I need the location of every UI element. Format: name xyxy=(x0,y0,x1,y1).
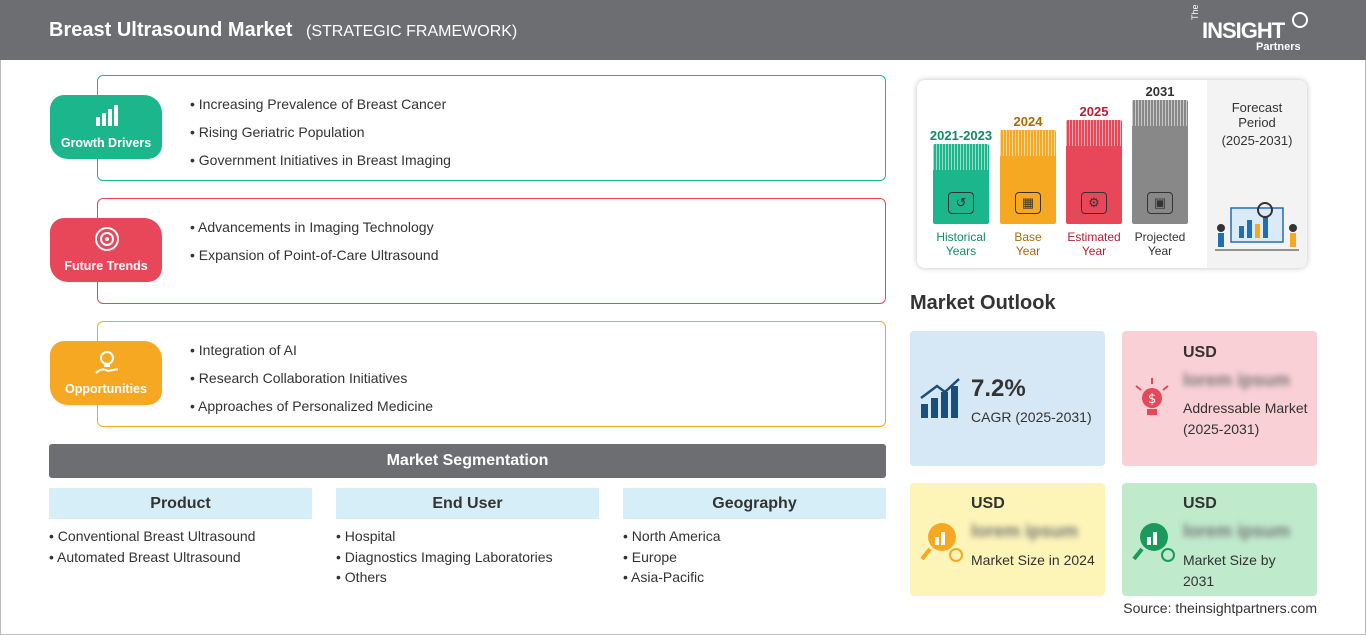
market-segmentation-bar: Market Segmentation xyxy=(49,444,886,478)
opportunities-label: Opportunities xyxy=(65,382,147,396)
segment-geography: Geography • North America • Europe • Asi… xyxy=(623,488,886,588)
list-item: • Research Collaboration Initiatives xyxy=(190,370,408,386)
timeline-bar: ▦ xyxy=(1000,130,1056,224)
growth-drivers-list: • Increasing Prevalence of Breast Cancer… xyxy=(190,90,451,174)
opportunities-badge: Opportunities xyxy=(50,341,162,405)
logo-partners: Partners xyxy=(1256,41,1301,53)
timeline-label: Year xyxy=(1081,244,1107,258)
logo-swirl-icon xyxy=(1292,12,1308,28)
size2024-value: lorem ipsum xyxy=(971,521,1079,541)
insight-partners-logo[interactable]: The INSIGHT Partners xyxy=(1190,4,1320,55)
timeline-year: 2025 xyxy=(1079,104,1109,119)
timeline-label: Base xyxy=(1014,230,1042,244)
magnifier-chart-icon xyxy=(920,523,963,562)
list-item: • Diagnostics Imaging Laboratories xyxy=(336,548,553,565)
logo-main: INSIGHT xyxy=(1202,18,1285,43)
segment-heading: Geography xyxy=(623,488,886,519)
timeline-bar-icon: ▣ xyxy=(1147,192,1173,214)
segment-heading: Product xyxy=(49,488,312,519)
size2031-value: lorem ipsum xyxy=(1183,521,1291,541)
forecast-line3: (2025-2031) xyxy=(1221,133,1293,148)
target-icon xyxy=(95,227,119,251)
market-outlook-title: Market Outlook xyxy=(910,292,1056,314)
list-item: • Rising Geriatric Population xyxy=(190,124,365,140)
list-item: • Advancements in Imaging Technology xyxy=(190,219,434,235)
timeline-year: 2024 xyxy=(1013,114,1043,129)
list-item: • Expansion of Point-of-Care Ultrasound xyxy=(190,247,439,263)
timeline-year: 2031 xyxy=(1145,84,1175,99)
size2024-usd: USD xyxy=(971,495,1005,512)
opportunities-list: • Integration of AI • Research Collabora… xyxy=(190,336,433,420)
size2024-label: Market Size in 2024 xyxy=(971,552,1095,568)
list-item: • Approaches of Personalized Medicine xyxy=(190,398,434,414)
market-size-2031-card: USD lorem ipsum Market Size by 2031 xyxy=(1122,483,1317,596)
addressable-value: lorem ipsum xyxy=(1183,370,1291,390)
future-trends-badge: Future Trends xyxy=(50,218,162,282)
timeline-box: Forecast Period (2025-2031) xyxy=(917,80,1307,268)
timeline-label: Year xyxy=(1147,244,1173,258)
idea-dollar-icon: $ xyxy=(1135,378,1169,415)
segment-product: Product • Conventional Breast Ultrasound… xyxy=(49,488,312,567)
addressable-label: Addressable Market (2025-2031) xyxy=(1183,400,1308,437)
list-item: • Asia-Pacific xyxy=(623,569,705,585)
forecast-line2: Period xyxy=(1238,115,1276,130)
forecast-period-panel: Forecast Period (2025-2031) xyxy=(1207,80,1307,268)
list-item: • Automated Breast Ultrasound xyxy=(49,548,241,565)
future-trends-label: Future Trends xyxy=(64,259,148,273)
page-subtitle: (STRATEGIC FRAMEWORK) xyxy=(306,23,518,40)
opportunities-card: • Integration of AI • Research Collabora… xyxy=(97,321,886,427)
svg-text:$: $ xyxy=(1148,392,1156,407)
timeline-bar-icon: ▦ xyxy=(1015,192,1041,214)
growth-chart-icon xyxy=(920,378,960,418)
timeline-bar: ↺ xyxy=(933,144,989,224)
list-item: • Increasing Prevalence of Breast Cancer xyxy=(190,96,447,112)
analytics-people-icon xyxy=(1215,202,1299,251)
list-item: • Conventional Breast Ultrasound xyxy=(49,528,256,544)
list-item: • North America xyxy=(623,528,721,544)
timeline-bar: ▣ xyxy=(1132,100,1188,224)
size2031-label: Market Size by 2031 xyxy=(1183,552,1276,589)
source-note: Source: theinsightpartners.com xyxy=(1123,600,1317,616)
timeline-year: 2021-2023 xyxy=(929,128,993,143)
addressable-usd: USD xyxy=(1183,344,1217,361)
timeline-bar-icon: ⚙ xyxy=(1081,192,1107,214)
list-item: • Integration of AI xyxy=(190,342,297,358)
list-item: • Hospital xyxy=(336,528,396,544)
segment-heading: End User xyxy=(336,488,599,519)
growth-drivers-label: Growth Drivers xyxy=(60,136,152,150)
timeline-label: Estimated xyxy=(1067,230,1121,244)
growth-chart-icon xyxy=(96,105,118,126)
forecast-line1: Forecast xyxy=(1231,100,1283,115)
lightbulb-hand-icon xyxy=(95,351,119,374)
timeline-label: Years xyxy=(945,244,977,258)
list-item: • Others xyxy=(336,569,387,585)
market-size-2024-card: USD lorem ipsum Market Size in 2024 xyxy=(910,483,1105,596)
growth-drivers-card: • Increasing Prevalence of Breast Cancer… xyxy=(97,75,886,181)
segment-end-user: End User • Hospital • Diagnostics Imagin… xyxy=(336,488,599,588)
addressable-market-card: $ USD lorem ipsum Addressable Market (20… xyxy=(1122,331,1317,466)
magnifier-growth-icon xyxy=(1132,523,1175,562)
cagr-card: 7.2% CAGR (2025-2031) xyxy=(910,331,1105,466)
size2031-usd: USD xyxy=(1183,495,1217,512)
logo-the: The xyxy=(1190,4,1200,20)
list-item: • Government Initiatives in Breast Imagi… xyxy=(190,152,451,168)
cagr-label: CAGR (2025-2031) xyxy=(971,409,1092,425)
timeline-bar: ⚙ xyxy=(1066,120,1122,224)
timeline-label: Historical xyxy=(936,230,986,244)
page-title: Breast Ultrasound Market xyxy=(49,19,293,41)
timeline-label: Projected xyxy=(1134,230,1186,244)
timeline-bar-icon: ↺ xyxy=(948,192,974,214)
future-trends-card: • Advancements in Imaging Technology • E… xyxy=(97,198,886,304)
header: Breast Ultrasound Market (STRATEGIC FRAM… xyxy=(0,0,1366,60)
timeline-label: Year xyxy=(1015,244,1041,258)
growth-drivers-badge: Growth Drivers xyxy=(50,95,162,159)
cagr-value: 7.2% xyxy=(971,375,1026,402)
list-item: • Europe xyxy=(623,548,677,565)
future-trends-list: • Advancements in Imaging Technology • E… xyxy=(190,213,438,269)
